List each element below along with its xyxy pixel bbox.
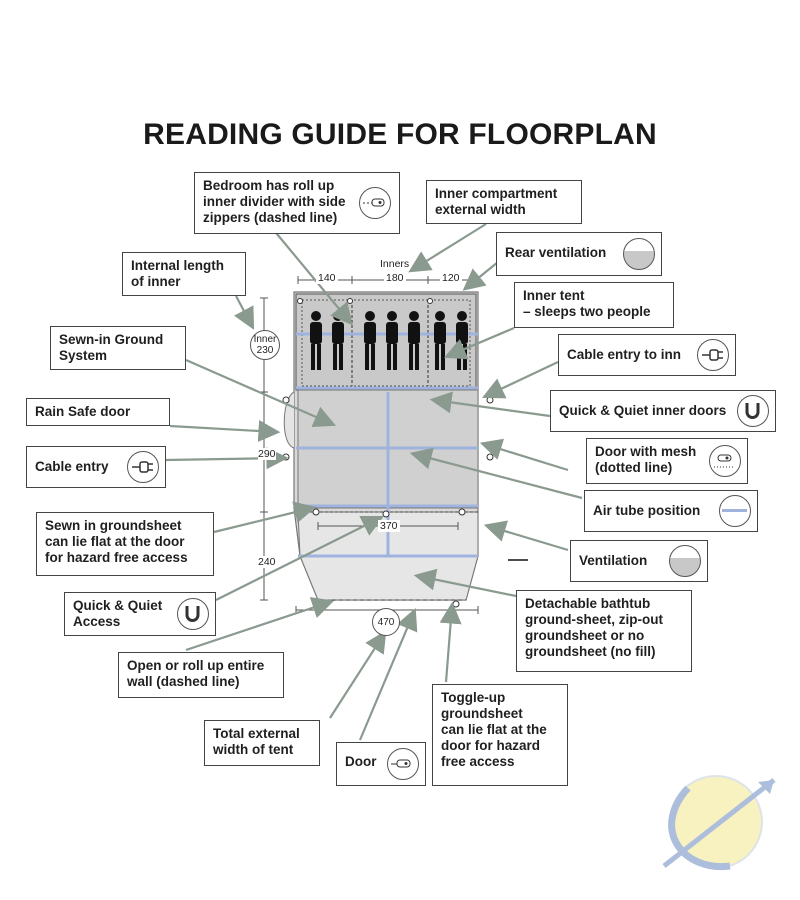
- plug-icon: [127, 451, 159, 483]
- callout-sewn-groundsheet-text: Sewn in groundsheet can lie flat at the …: [45, 518, 188, 565]
- callout-quick-quiet-inner-text: Quick & Quiet inner doors: [559, 403, 727, 418]
- dim-370: 370: [378, 520, 400, 532]
- dim-140: 140: [316, 272, 338, 284]
- dim-290: 290: [258, 448, 276, 460]
- callout-quick-quiet-access: Quick & Quiet Access: [64, 592, 216, 636]
- inner-value: 230: [256, 345, 274, 356]
- callout-inner-tent-text: Inner tent – sleeps two people: [523, 288, 651, 319]
- callout-inner-tent: Inner tent – sleeps two people: [514, 282, 674, 328]
- callout-bedroom-divider-text: Bedroom has roll up inner divider with s…: [203, 178, 346, 225]
- callout-detachable-bathtub: Detachable bathtub ground-sheet, zip-out…: [516, 590, 692, 672]
- dim-240: 240: [258, 556, 276, 568]
- callout-sewn-ground-text: Sewn-in Ground System: [59, 332, 164, 363]
- callout-ventilation: Ventilation: [570, 540, 708, 582]
- door-icon: [387, 748, 419, 780]
- dim-120: 120: [440, 272, 462, 284]
- callout-total-width-text: Total external width of tent: [213, 726, 300, 757]
- air-tube-icon: [719, 495, 751, 527]
- leader-arrows: [165, 223, 583, 741]
- callout-sewn-groundsheet: Sewn in groundsheet can lie flat at the …: [36, 512, 214, 576]
- callout-ventilation-text: Ventilation: [579, 553, 648, 568]
- callout-door-mesh: Door with mesh (dotted line): [586, 438, 748, 484]
- callout-door-mesh-text: Door with mesh (dotted line): [595, 444, 697, 475]
- callout-cable-entry-text: Cable entry: [35, 459, 109, 474]
- callout-open-roll-wall-text: Open or roll up entire wall (dashed line…: [127, 658, 265, 689]
- callout-toggle-up: Toggle-up groundsheet can lie flat at th…: [432, 684, 568, 786]
- inner-label: Inner: [253, 334, 277, 345]
- callout-air-tube-text: Air tube position: [593, 503, 701, 518]
- callout-sewn-ground: Sewn-in Ground System: [50, 326, 186, 370]
- callout-cable-entry-inner-text: Cable entry to inn: [567, 347, 682, 362]
- callout-quick-quiet-inner: Quick & Quiet inner doors: [550, 390, 776, 432]
- callout-door-text: Door: [345, 754, 377, 769]
- tent-floor: [282, 291, 494, 608]
- inners-label: Inners: [380, 258, 410, 270]
- vent-icon: [669, 545, 701, 577]
- callout-cable-entry: Cable entry: [26, 446, 166, 488]
- callout-inner-comp-width: Inner compartment external width: [426, 180, 582, 224]
- dim-inner-230: Inner 230: [250, 330, 280, 360]
- callout-total-width: Total external width of tent: [204, 720, 320, 766]
- callout-rain-safe-text: Rain Safe door: [35, 404, 131, 419]
- callout-cable-entry-inner: Cable entry to inn: [558, 334, 736, 376]
- callout-open-roll-wall: Open or roll up entire wall (dashed line…: [118, 652, 284, 698]
- rear-vent-icon: [623, 238, 655, 270]
- callout-rear-ventilation: Rear ventilation: [496, 232, 662, 276]
- callout-quick-quiet-access-text: Quick & Quiet Access: [73, 598, 163, 629]
- callout-inner-comp-width-text: Inner compartment external width: [435, 186, 558, 217]
- dim-470: 470: [372, 608, 400, 636]
- callout-air-tube: Air tube position: [584, 490, 758, 532]
- callout-rear-ventilation-text: Rear ventilation: [505, 245, 607, 260]
- magnet-icon: [177, 598, 209, 630]
- zipper-divider-icon: [359, 187, 391, 219]
- callout-bedroom-divider: Bedroom has roll up inner divider with s…: [194, 172, 400, 234]
- plug-icon: [697, 339, 729, 371]
- mesh-door-icon: [709, 445, 741, 477]
- callout-detachable-bathtub-text: Detachable bathtub ground-sheet, zip-out…: [525, 596, 663, 659]
- callout-door: Door: [336, 742, 426, 786]
- magnet-icon: [737, 395, 769, 427]
- callout-internal-length-text: Internal length of inner: [131, 258, 225, 289]
- inner-tent: [295, 293, 477, 391]
- dim-180: 180: [384, 272, 406, 284]
- callout-internal-length: Internal length of inner: [122, 252, 246, 296]
- callout-toggle-up-text: Toggle-up groundsheet can lie flat at th…: [441, 690, 547, 769]
- callout-rain-safe: Rain Safe door: [26, 398, 170, 426]
- logo-bow-arrow-icon: [662, 775, 776, 871]
- page-title: READING GUIDE FOR FLOORPLAN: [143, 118, 657, 151]
